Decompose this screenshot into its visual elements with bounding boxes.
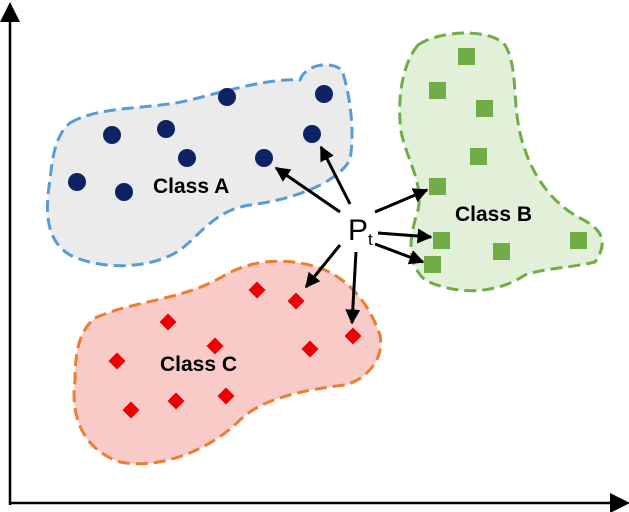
arrow-to-class-b-point bbox=[374, 188, 429, 214]
class-a-point bbox=[315, 85, 333, 103]
class-b-point bbox=[470, 148, 487, 165]
arrow-to-class-b-point bbox=[374, 242, 425, 265]
arrow-to-class-c-point bbox=[345, 251, 361, 325]
class-a-region bbox=[45, 63, 354, 268]
class-a-point bbox=[255, 149, 273, 167]
class-b-markers bbox=[424, 48, 587, 273]
class-a-point bbox=[218, 88, 236, 106]
class-a-markers bbox=[68, 85, 333, 201]
arrow-to-class-c-point bbox=[304, 244, 342, 289]
class-b-region bbox=[398, 31, 604, 293]
class-a-point bbox=[115, 183, 133, 201]
class-b-point bbox=[424, 256, 441, 273]
class-b-point bbox=[476, 100, 493, 117]
class-c-label: Class C bbox=[160, 353, 237, 376]
query-point-label: P bbox=[348, 214, 368, 247]
class-a-point bbox=[178, 149, 196, 167]
class-a-label: Class A bbox=[153, 175, 229, 198]
query-point-subscript: t bbox=[368, 230, 373, 249]
class-b-point bbox=[570, 232, 587, 249]
class-b-label: Class B bbox=[455, 203, 532, 226]
class-b-point bbox=[493, 243, 510, 260]
class-b-point bbox=[458, 48, 475, 65]
class-a-point bbox=[68, 173, 86, 191]
class-a-point bbox=[303, 125, 321, 143]
arrow-to-class-a-point bbox=[319, 145, 352, 205]
arrow-to-class-b-point bbox=[377, 228, 433, 244]
class-c-region bbox=[72, 259, 383, 466]
class-a-point bbox=[157, 120, 175, 138]
arrow-to-class-a-point bbox=[274, 166, 341, 214]
class-a-point bbox=[103, 126, 121, 144]
query-arrows bbox=[274, 145, 433, 325]
class-b-point bbox=[433, 232, 450, 249]
class-b-point bbox=[429, 82, 446, 99]
query-point: P t bbox=[348, 214, 373, 249]
class-b-point bbox=[429, 178, 446, 195]
